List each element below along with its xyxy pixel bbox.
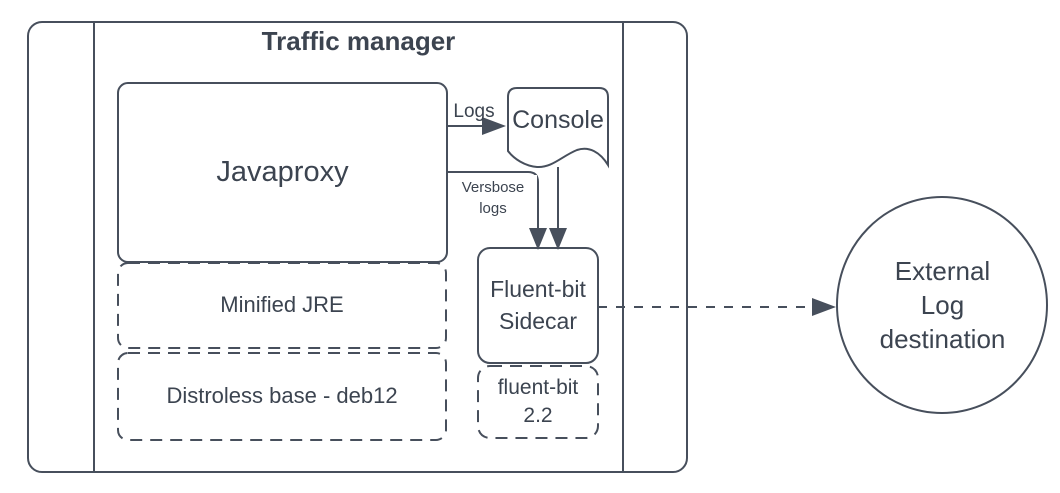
fluent-bit-sidecar-box [477,247,599,364]
verbose-logs-edge [447,171,539,229]
logs-arrowhead-icon [482,117,506,135]
fluent-bit-version-box [477,365,599,439]
console-arrowhead-icon [549,228,567,250]
console-document-shape [507,87,609,169]
external-log-destination-circle [836,196,1048,414]
verbose-arrowhead-icon [529,228,547,250]
external-arrowhead-icon [812,298,836,316]
minified-jre-box [117,262,447,349]
distroless-base-box [117,352,447,441]
javaproxy-box [117,82,448,263]
